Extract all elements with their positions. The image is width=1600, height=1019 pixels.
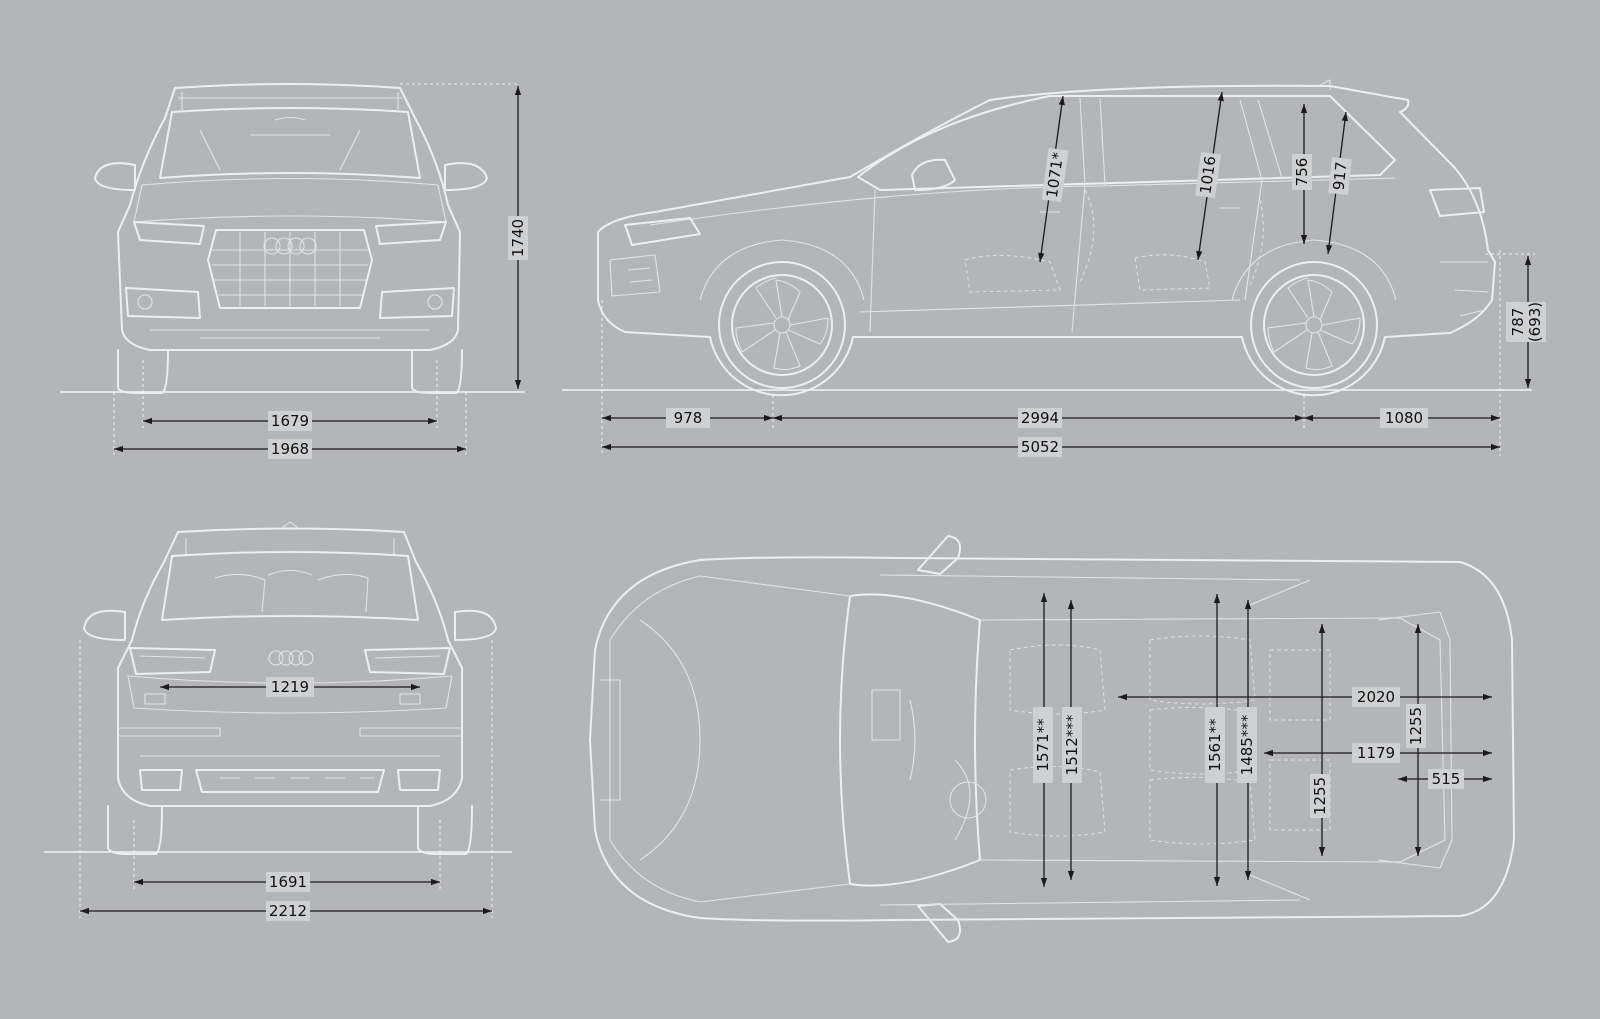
dim-label-rear-overhang: 1080	[1385, 409, 1423, 427]
dim-label-front-height: 1740	[509, 219, 527, 257]
dim-label-elbow-front: 1512***	[1063, 714, 1081, 775]
dim-label-loading-height: 787	[1509, 308, 1527, 337]
dim-label-overall-length: 5052	[1021, 438, 1059, 456]
dim-label-headroom-second: 1016	[1196, 155, 1219, 195]
dim-label-shoulder-front: 1571**	[1034, 718, 1052, 772]
dim-label-elbow-second: 1485***	[1238, 714, 1256, 775]
dim-label-cargo-length-mid: 1179	[1357, 744, 1395, 762]
rear-view: 1219 1691 2212	[44, 521, 512, 921]
dim-label-cargo-width-b: 1255	[1311, 777, 1329, 815]
dim-label-wheelbase: 2994	[1021, 409, 1059, 427]
dim-label-headroom-third-a: 756	[1293, 158, 1311, 187]
dim-label-cargo-length-min: 515	[1432, 770, 1461, 788]
dim-label-tailgate-width: 1219	[271, 678, 309, 696]
dim-label-headroom-third-b: 917	[1330, 161, 1351, 191]
dim-label-shoulder-second: 1561**	[1206, 718, 1224, 772]
dim-label-front-width: 1968	[271, 440, 309, 458]
dim-label-rear-track: 1691	[269, 873, 307, 891]
dim-label-front-overhang: 978	[674, 409, 703, 427]
front-view: 1740 1679 1968	[60, 83, 528, 459]
dim-label-cargo-width-a: 1255	[1407, 707, 1425, 745]
dim-label-loading-height-alt: (693)	[1526, 302, 1544, 342]
dim-label-front-track: 1679	[271, 412, 309, 430]
dim-label-cargo-length-max: 2020	[1357, 688, 1395, 706]
dim-label-headroom-front: 1071*	[1043, 151, 1067, 199]
top-view: 1571** 1512*** 1561** 1485*** 1255 1255	[589, 535, 1515, 943]
dim-label-width-mirrors: 2212	[269, 902, 307, 920]
side-view: 978 2994 1080 5052 787 (693) 1071* 1016	[562, 79, 1546, 457]
